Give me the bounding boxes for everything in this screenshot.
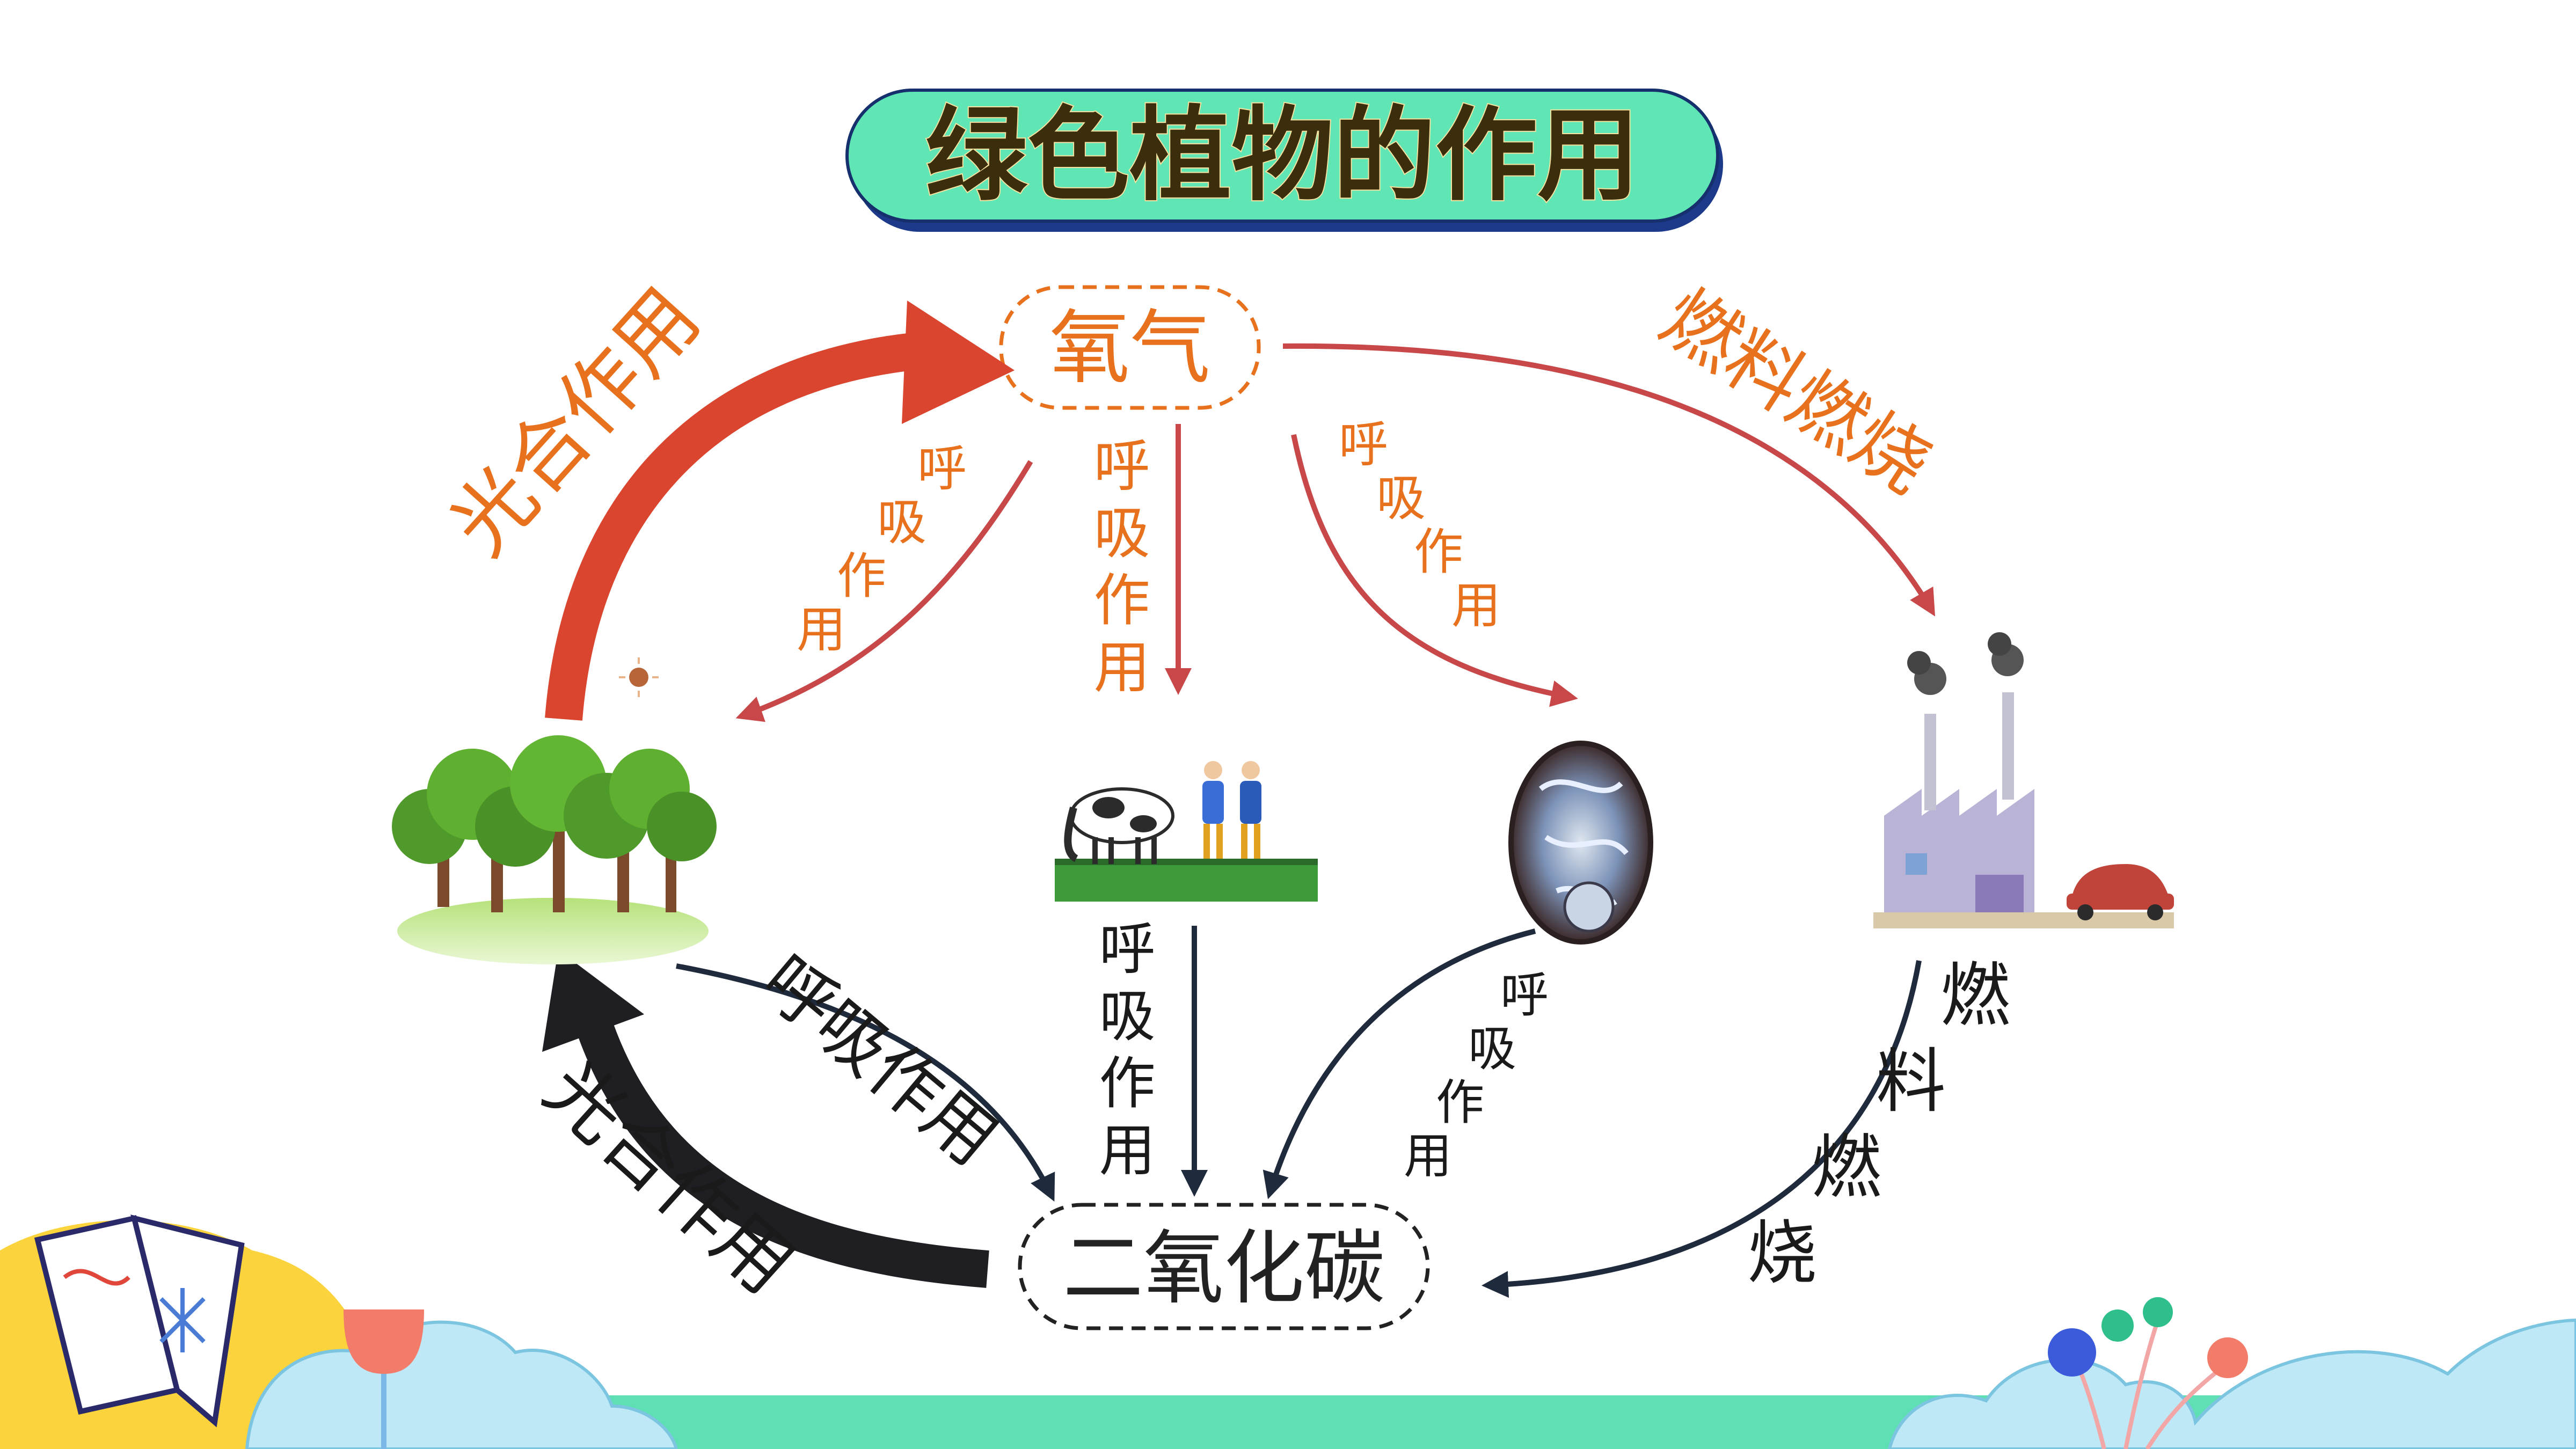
label-photosynthesis-top: 光合作用 bbox=[433, 271, 718, 573]
page-title: 绿色植物的作用 bbox=[925, 96, 1639, 215]
label-fuel-burning-top: 燃料燃烧 bbox=[1646, 273, 1946, 510]
resp-arrow-top-left bbox=[735, 460, 1033, 722]
label-photosynthesis-bottom: 光合作用 bbox=[528, 1045, 810, 1311]
label-resp-bottom-right: 呼吸作用 bbox=[1404, 967, 1549, 1184]
resp-arrow-bottom-right bbox=[1263, 928, 1536, 1199]
fuel-burning-arrow-top bbox=[1282, 343, 1936, 617]
trees-illustration bbox=[392, 735, 717, 964]
title-banner: 绿色植物的作用 bbox=[845, 89, 1723, 232]
label-resp-top-right: 呼吸作用 bbox=[1339, 416, 1501, 634]
oxygen-label: 氧气 bbox=[1049, 302, 1210, 395]
cow-and-people-illustration bbox=[1055, 761, 1318, 902]
microbes-illustration bbox=[1508, 741, 1653, 945]
photosynthesis-arrow-top bbox=[545, 301, 1015, 721]
co2-label: 二氧化碳 bbox=[1063, 1222, 1385, 1315]
label-fuel-burning-bottom: 燃料燃烧 bbox=[1747, 955, 2010, 1294]
resp-arrow-top-right bbox=[1291, 434, 1578, 707]
sun-icon bbox=[619, 657, 659, 697]
label-resp-bottom-mid: 呼吸作用 bbox=[1099, 917, 1155, 1183]
fuel-burning-arrow-bottom bbox=[1482, 960, 1922, 1298]
co2-node: 二氧化碳 bbox=[1018, 1203, 1430, 1330]
label-resp-top-mid: 呼吸作用 bbox=[1093, 434, 1150, 700]
photosynthesis-arrow-bottom bbox=[542, 950, 989, 1288]
label-resp-bottom-left: 呼吸作用 bbox=[747, 939, 1013, 1181]
factory-and-car-illustration bbox=[1873, 632, 2174, 928]
resp-arrow-bottom-left bbox=[676, 963, 1055, 1202]
oxygen-node: 氧气 bbox=[999, 285, 1261, 410]
open-book-icon bbox=[34, 1214, 245, 1428]
label-resp-top-left: 呼吸作用 bbox=[797, 440, 967, 658]
